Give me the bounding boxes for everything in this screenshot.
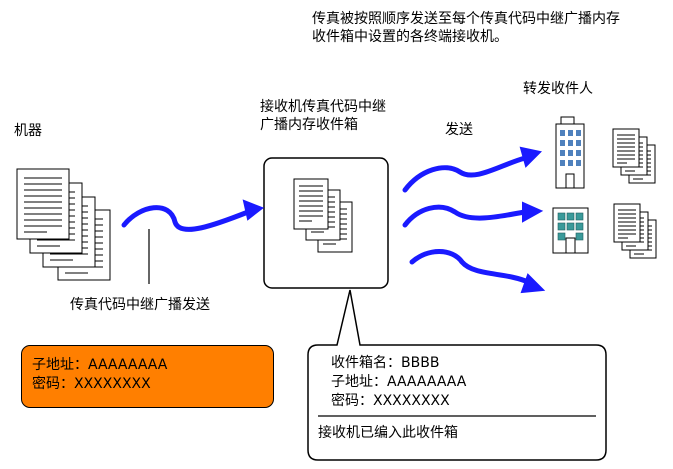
outgoing-arrow-2 <box>402 204 528 228</box>
mailbox-callout-bubble <box>307 289 607 461</box>
mailbox-password: 密码：XXXXXXXX <box>331 393 450 409</box>
sender-info-box: 子地址：AAAAAAAA 密码：XXXXXXXX <box>21 345 274 408</box>
recipient-building-1-icon <box>555 116 585 189</box>
relay-broadcast-send-label: 传真代码中继广播发送 <box>70 297 210 313</box>
relay-box-label-line-1: 接收机传真代码中继 <box>260 99 386 115</box>
send-label: 发送 <box>445 122 473 138</box>
sender-documents-icon <box>16 168 111 281</box>
description-line-2: 收件箱中设置的各终端接收机。 <box>312 29 508 45</box>
description-line-1: 传真被按照顺序发送至每个传真代码中继广播内存 <box>312 11 620 27</box>
sender-sub-address: 子地址：AAAAAAAA <box>32 357 168 373</box>
mailbox-name: 收件箱名：BBBB <box>331 355 440 371</box>
machine-label: 机器 <box>14 123 42 139</box>
recipient-building-2-icon <box>552 207 589 254</box>
outgoing-arrow-3 <box>409 249 531 285</box>
mailbox-note: 接收机已编入此收件箱 <box>318 425 458 441</box>
sender-password: 密码：XXXXXXXX <box>32 376 151 392</box>
mailbox-sub-address: 子地址：AAAAAAAA <box>331 374 467 390</box>
incoming-arrow <box>121 205 251 232</box>
recipient-2-documents-icon <box>613 203 657 259</box>
outgoing-arrow-1 <box>402 155 528 193</box>
forward-recipients-label: 转发收件人 <box>523 81 593 97</box>
relay-memory-box <box>263 157 389 289</box>
recipient-1-documents-icon <box>612 128 656 184</box>
incoming-arrow-head <box>242 199 264 221</box>
relay-box-label-line-2: 广播内存收件箱 <box>260 117 358 133</box>
